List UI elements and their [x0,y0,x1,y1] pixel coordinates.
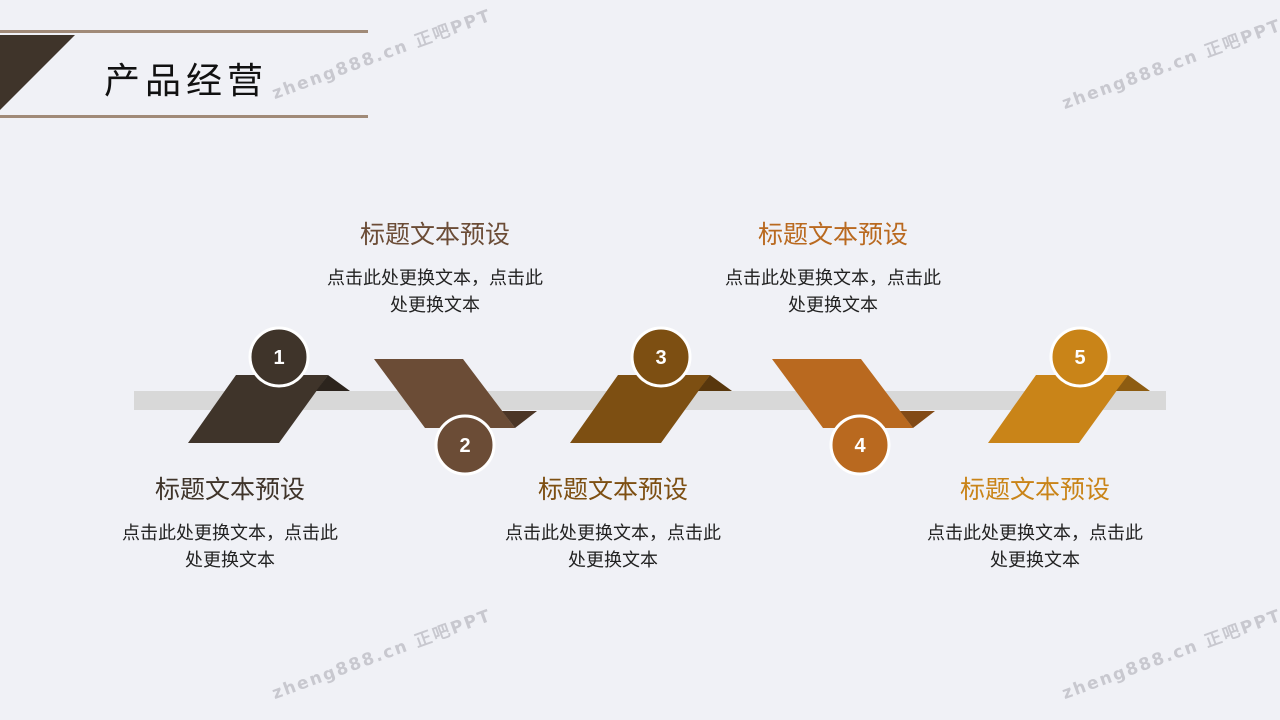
step-number: 4 [854,435,866,457]
step-shape [988,375,1128,443]
step-heading: 标题文本预设 [359,220,510,249]
step-heading: 标题文本预设 [537,475,688,504]
step-description: 点击此处更换文本，点击此处更换文本 [122,523,338,571]
step-description: 点击此处更换文本，点击此处更换文本 [505,523,721,571]
step-number-circle [829,414,891,476]
step-heading: 标题文本预设 [154,475,305,504]
step-fold [698,375,732,391]
header-triangle [0,35,75,110]
step-heading: 标题文本预设 [959,475,1110,504]
step-shape [570,375,710,443]
step-number-circle [434,414,496,476]
step-fold [502,411,537,428]
step-number: 3 [655,347,666,369]
step-fold [1116,375,1150,391]
header-top-rule [0,30,368,33]
step-number-circle [248,326,310,388]
step-number: 2 [459,435,470,457]
step-number-circle [630,326,692,388]
step-fold [900,411,935,428]
page-title: 产品经营 [104,61,269,102]
step-description: 点击此处更换文本，点击此处更换文本 [725,268,941,316]
step-number-circle [1049,326,1111,388]
step-shape [188,375,328,443]
step-description: 点击此处更换文本，点击此处更换文本 [927,523,1143,571]
step-shape [374,359,515,428]
step-number: 5 [1074,347,1085,369]
step-number: 1 [273,347,284,369]
step-fold [316,375,350,391]
step-heading: 标题文本预设 [757,220,908,249]
step-shape [772,359,913,428]
step-description: 点击此处更换文本，点击此处更换文本 [327,268,543,316]
header-bottom-rule [0,115,368,118]
